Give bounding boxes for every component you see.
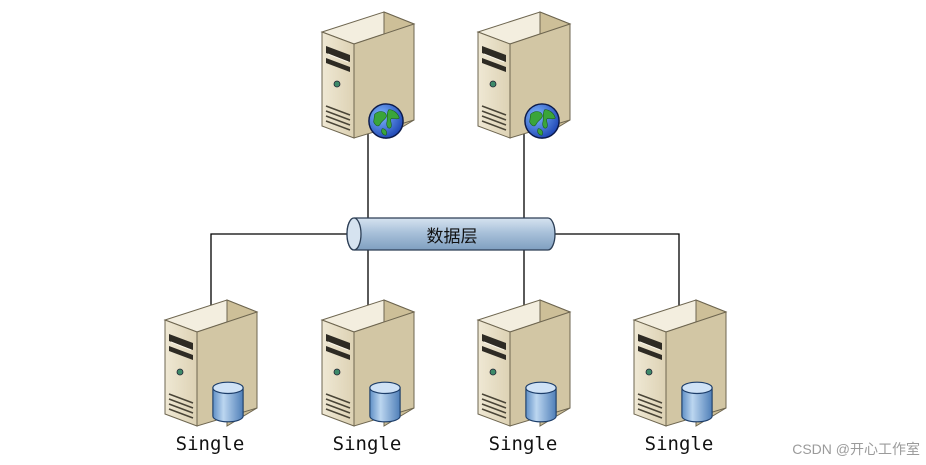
database-icon (212, 381, 244, 423)
db-server-3 (477, 299, 571, 427)
db-server-label-3: Single (488, 433, 558, 455)
globe-icon (368, 103, 404, 139)
db-server-1 (164, 299, 258, 427)
db-server-4 (633, 299, 727, 427)
bus-end-cap (346, 217, 362, 251)
db-server-label-1: Single (175, 433, 245, 455)
database-icon (525, 381, 557, 423)
watermark: CSDN @开心工作室 (792, 441, 920, 457)
db-server-label-2: Single (332, 433, 402, 455)
bus-label: 数据层 (426, 227, 478, 247)
database-icon (369, 381, 401, 423)
link-db-1 (210, 233, 352, 318)
link-db-4 (552, 233, 680, 318)
globe-icon (524, 103, 560, 139)
connection-lines (210, 120, 680, 318)
web-server-1 (321, 11, 415, 139)
db-server-2 (321, 299, 415, 427)
database-icon (681, 381, 713, 423)
data-layer-bus (346, 217, 556, 251)
db-server-label-4: Single (644, 433, 714, 455)
web-server-2 (477, 11, 571, 139)
